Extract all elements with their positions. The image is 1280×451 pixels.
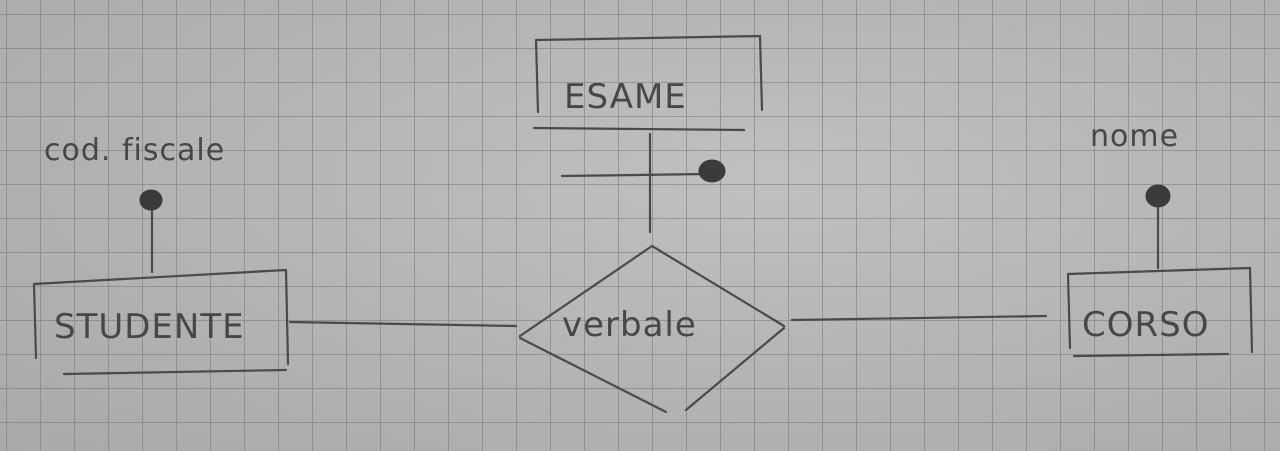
studente-key-label: cod. fiscale — [44, 133, 225, 168]
corso-key-dot — [1145, 184, 1171, 208]
entity-corso: CORSO — [1066, 266, 1254, 358]
esame-key-dot — [698, 159, 726, 183]
entity-esame-label: ESAME — [564, 77, 687, 117]
corso-key-label: nome — [1090, 119, 1179, 154]
corso-key-attribute: nome — [1090, 119, 1179, 270]
studente-key-attribute: cod. fiscale — [44, 133, 225, 274]
link-verbale-corso — [790, 314, 1048, 322]
entity-corso-label: CORSO — [1082, 305, 1209, 345]
relationship-verbale: verbale — [518, 244, 786, 414]
studente-key-dot — [139, 189, 163, 211]
entity-esame: ESAME — [532, 34, 764, 132]
esame-link — [560, 132, 726, 234]
link-studente-verbale — [288, 320, 518, 328]
entity-studente: STUDENTE — [32, 268, 290, 376]
relationship-verbale-label: verbale — [562, 305, 697, 345]
entity-studente-label: STUDENTE — [54, 307, 245, 347]
